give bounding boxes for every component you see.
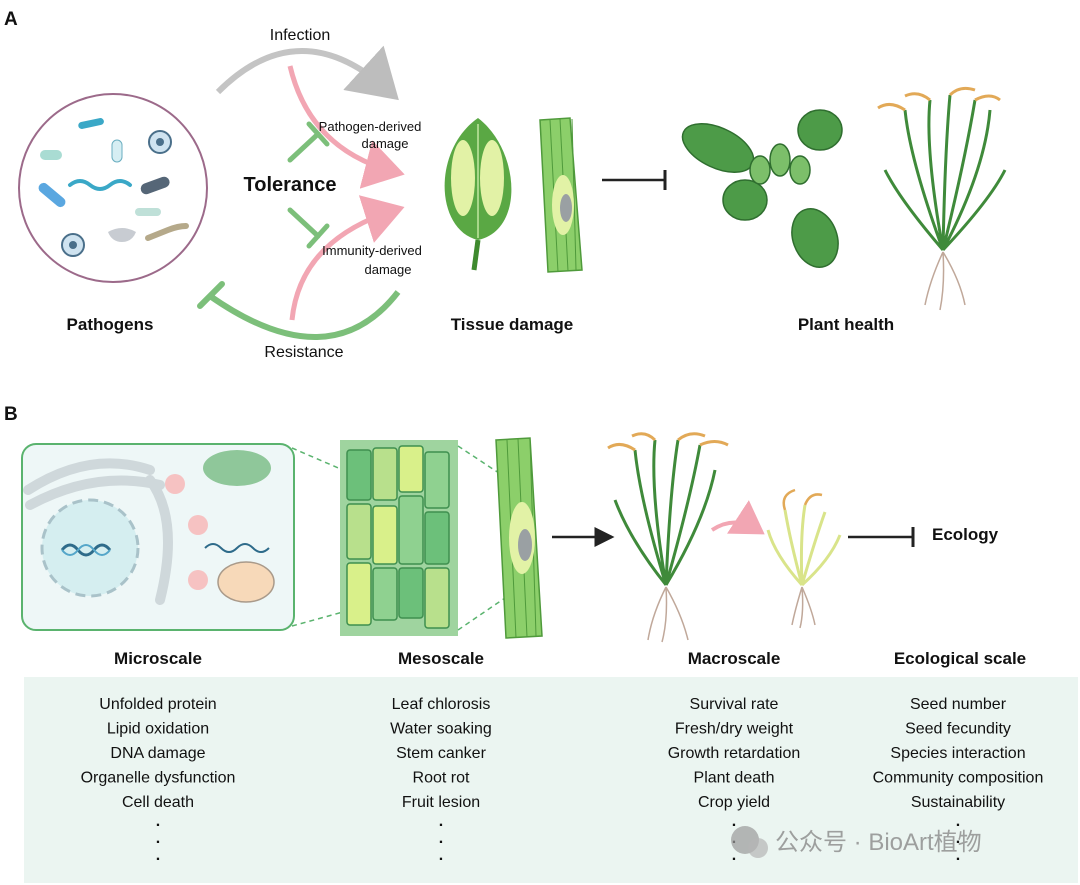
tolerance-inhibitor-top (287, 121, 330, 163)
infected-stem (539, 117, 583, 273)
list-item: Lipid oxidation (107, 721, 209, 738)
list-item: Fresh/dry weight (675, 721, 794, 738)
infected-stem-b (495, 437, 543, 639)
immunity-damage-arrow (289, 195, 405, 321)
pathogen-damage-line1: Pathogen-derived (319, 119, 422, 134)
tissue-cell (372, 505, 398, 565)
watermark-text: 公众号 · BioArt植物 (775, 829, 982, 856)
zoom-line (457, 597, 506, 631)
zoom-line (291, 611, 344, 627)
ellipsis-dot: . (732, 813, 736, 830)
list-item: Community composition (873, 770, 1044, 787)
infected-leaf (444, 118, 512, 271)
watermark: 公众号 · BioArt植物 (731, 826, 982, 858)
ellipsis-dot: . (956, 813, 960, 830)
pathogen-damage-line2: damage (362, 136, 409, 151)
ellipsis-dot: . (156, 847, 160, 864)
pathogen-damage-arrow (287, 65, 405, 189)
list-item: Plant death (694, 770, 775, 787)
fungus-icon (108, 228, 136, 242)
bacterium-icon (38, 182, 66, 208)
bacterium-icon (78, 118, 104, 129)
resistance-arc (208, 290, 401, 340)
ellipsis-dot: . (956, 847, 960, 864)
ellipsis-dot: . (439, 830, 443, 847)
resistance-label: Resistance (264, 344, 343, 361)
panel-a-letter: A (4, 9, 18, 30)
ellipsis-dot: . (156, 813, 160, 830)
list-item: Cell death (122, 794, 194, 811)
list-item: Sustainability (911, 794, 1005, 811)
infection-label: Infection (270, 27, 330, 44)
rosette-plant (681, 109, 843, 268)
list-item: Growth retardation (668, 745, 801, 762)
list-item: Water soaking (390, 721, 492, 738)
list-item: Unfolded protein (99, 696, 216, 713)
macroscale-title: Macroscale (688, 649, 781, 668)
list-item: Survival rate (690, 696, 779, 713)
rice-plant-healthy (877, 86, 1007, 311)
spiral-bacterium-icon (68, 179, 132, 191)
tissue-cell (398, 495, 424, 565)
bacterium-icon (40, 150, 62, 160)
tissue-cell (372, 447, 398, 501)
ellipsis-dot: . (732, 847, 736, 864)
plant-health-label: Plant health (798, 315, 894, 334)
list-item: Leaf chlorosis (392, 696, 491, 713)
tolerance-inhibitor-bottom (287, 207, 330, 249)
ellipsis-dot: . (156, 830, 160, 847)
ellipsis-dot: . (439, 847, 443, 864)
wechat-icon-small (748, 838, 768, 858)
tissue-damage-label: Tissue damage (451, 315, 574, 334)
list-panel (24, 677, 1078, 883)
tissue-cell (398, 567, 424, 619)
tissue-cell (424, 451, 450, 509)
immunity-damage-line1: Immunity-derived (322, 243, 422, 258)
virus-icon (148, 130, 172, 154)
pathogens-circle (18, 93, 208, 283)
infection-arrow (215, 45, 399, 101)
ellipsis-dot: . (439, 813, 443, 830)
ellipsis-dot: . (956, 830, 960, 847)
bacterium-icon (140, 176, 170, 195)
tissue-cell (346, 449, 372, 501)
list-item: DNA damage (110, 745, 205, 762)
zoom-line (291, 447, 344, 471)
resistance-bar (197, 281, 225, 309)
tissue-cell (398, 445, 424, 493)
decline-arrow (710, 500, 765, 535)
tissue-cell (346, 562, 372, 626)
bacterium-icon (111, 139, 123, 163)
bacterium-icon (135, 208, 161, 216)
tolerance-label: Tolerance (244, 174, 337, 196)
tissue-cell (424, 567, 450, 629)
chain-bacterium-icon (145, 223, 189, 241)
list-item: Species interaction (890, 745, 1025, 762)
tissue-grid (340, 440, 458, 636)
list-item: Crop yield (698, 794, 770, 811)
virus-icon (61, 233, 85, 257)
ecological-scale-title: Ecological scale (894, 649, 1026, 668)
mesoscale-title: Mesoscale (398, 649, 484, 668)
tissue-cell (372, 567, 398, 621)
list-item: Seed number (910, 696, 1007, 713)
ecology-label: Ecology (932, 525, 999, 544)
panel-b-letter: B (4, 404, 18, 425)
cell-diagram (21, 443, 295, 631)
rice-plant-b (607, 432, 729, 643)
list-item: Organelle dysfunction (81, 770, 236, 787)
immunity-damage-line2: damage (365, 262, 412, 277)
microscale-title: Microscale (114, 649, 202, 668)
tissue-cell (346, 503, 372, 560)
pathogens-label: Pathogens (67, 315, 154, 334)
list-item: Stem canker (396, 745, 486, 762)
tissue-cell (424, 511, 450, 565)
list-item: Seed fecundity (905, 721, 1011, 738)
list-item: Fruit lesion (402, 794, 480, 811)
rice-plant-wilted (766, 488, 842, 629)
list-item: Root rot (413, 770, 470, 787)
